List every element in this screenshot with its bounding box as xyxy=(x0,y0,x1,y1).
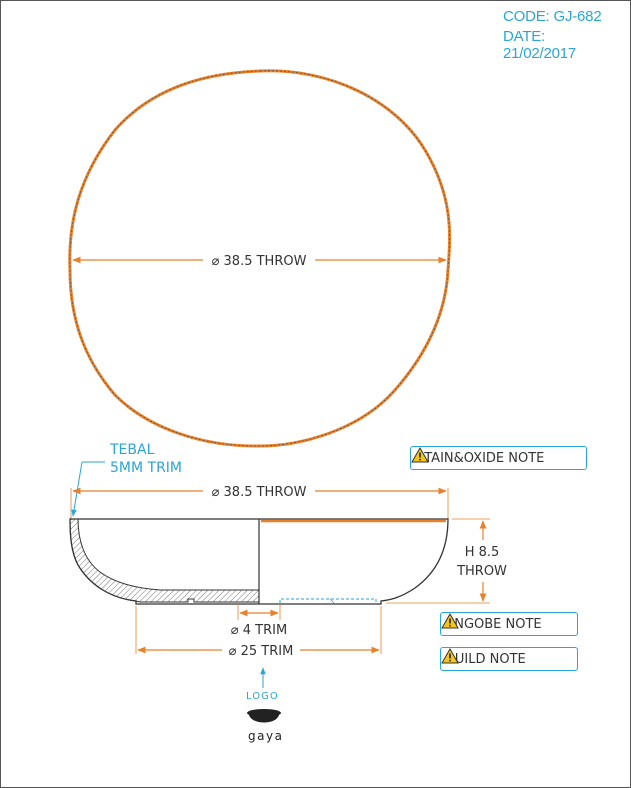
warning-icon xyxy=(411,447,429,463)
build-note-label: BUILD NOTE xyxy=(446,651,526,667)
wall-label-line2: 5MM TRIM xyxy=(110,460,182,476)
side-diameter-label: ⌀ 38.5 THROW xyxy=(212,485,307,500)
stain-oxide-note-button[interactable]: STAIN&OXIDE NOTE xyxy=(410,446,587,470)
drawing-date: DATE: 21/02/2017 xyxy=(503,28,577,62)
top-diameter-dimension: ⌀ 38.5 THROW xyxy=(72,254,447,269)
side-diameter-dimension: ⌀ 38.5 THROW xyxy=(70,485,449,520)
engobe-note-button[interactable]: ENGOBE NOTE xyxy=(440,612,578,636)
height-label-line2: THROW xyxy=(456,564,507,579)
warning-icon xyxy=(441,648,459,664)
warning-icon xyxy=(441,613,459,629)
foot-outer-label: ⌀ 25 TRIM xyxy=(229,644,294,659)
logo-label: LOGO xyxy=(246,691,279,702)
logo-wordmark: gaya xyxy=(248,729,284,743)
stain-oxide-note-label: STAIN&OXIDE NOTE xyxy=(416,450,545,466)
engobe-note-label: ENGOBE NOTE xyxy=(446,616,542,632)
foot-inner-label: ⌀ 4 TRIM xyxy=(231,623,287,638)
product-code: CODE: GJ-682 xyxy=(503,8,602,25)
height-label-line1: H 8.5 xyxy=(465,545,500,560)
top-diameter-label: ⌀ 38.5 THROW xyxy=(212,254,307,269)
wall-label-line1: TEBAL xyxy=(109,442,155,458)
foot-outer-dimension: ⌀ 25 TRIM xyxy=(135,606,382,659)
build-note-button[interactable]: BUILD NOTE xyxy=(440,647,578,671)
wall-thickness-callout: TEBAL 5MM TRIM xyxy=(71,442,182,517)
top-view-outline xyxy=(68,69,452,448)
side-profile xyxy=(69,518,449,605)
height-dimension: H 8.5 THROW xyxy=(386,518,507,604)
foot-inner-dimension: ⌀ 4 TRIM xyxy=(231,604,287,638)
bowl-logo-icon xyxy=(247,709,281,723)
